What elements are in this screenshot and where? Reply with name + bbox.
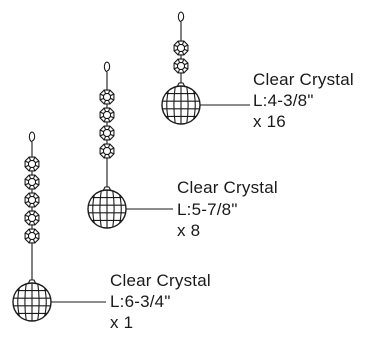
octagon-bead [99, 143, 115, 159]
octagon-bead [24, 174, 40, 190]
octagon-bead [24, 228, 40, 244]
pendant-short-name: Clear Crystal [253, 70, 354, 89]
pendant-medium-length: L:5-7/8" [177, 200, 238, 219]
pendant-medium-quantity: x 8 [177, 221, 201, 240]
octagon-bead [173, 58, 189, 74]
pendant-short [161, 11, 250, 125]
octagon-bead [173, 40, 189, 56]
pendant-medium [87, 61, 173, 229]
crystal-ball-icon [161, 82, 201, 125]
octagon-bead [24, 192, 40, 208]
pendant-long-quantity: x 1 [110, 313, 134, 332]
crystal-ball-icon [87, 186, 127, 229]
hook-icon [103, 61, 111, 76]
pendant-long-length: L:6-3/4" [110, 292, 171, 311]
pendant-long [12, 131, 106, 322]
crystal-ball-icon [12, 279, 52, 322]
pendant-long-name: Clear Crystal [110, 271, 211, 290]
pendant-medium-name: Clear Crystal [177, 178, 278, 197]
octagon-bead [24, 210, 40, 226]
hook-icon [177, 11, 185, 26]
hook-icon [28, 131, 36, 146]
pendant-short-length: L:4-3/8" [253, 91, 314, 110]
pendant-short-quantity: x 16 [253, 112, 286, 131]
octagon-bead [99, 89, 115, 105]
octagon-bead [99, 107, 115, 123]
octagon-bead [99, 125, 115, 141]
octagon-bead [24, 156, 40, 172]
